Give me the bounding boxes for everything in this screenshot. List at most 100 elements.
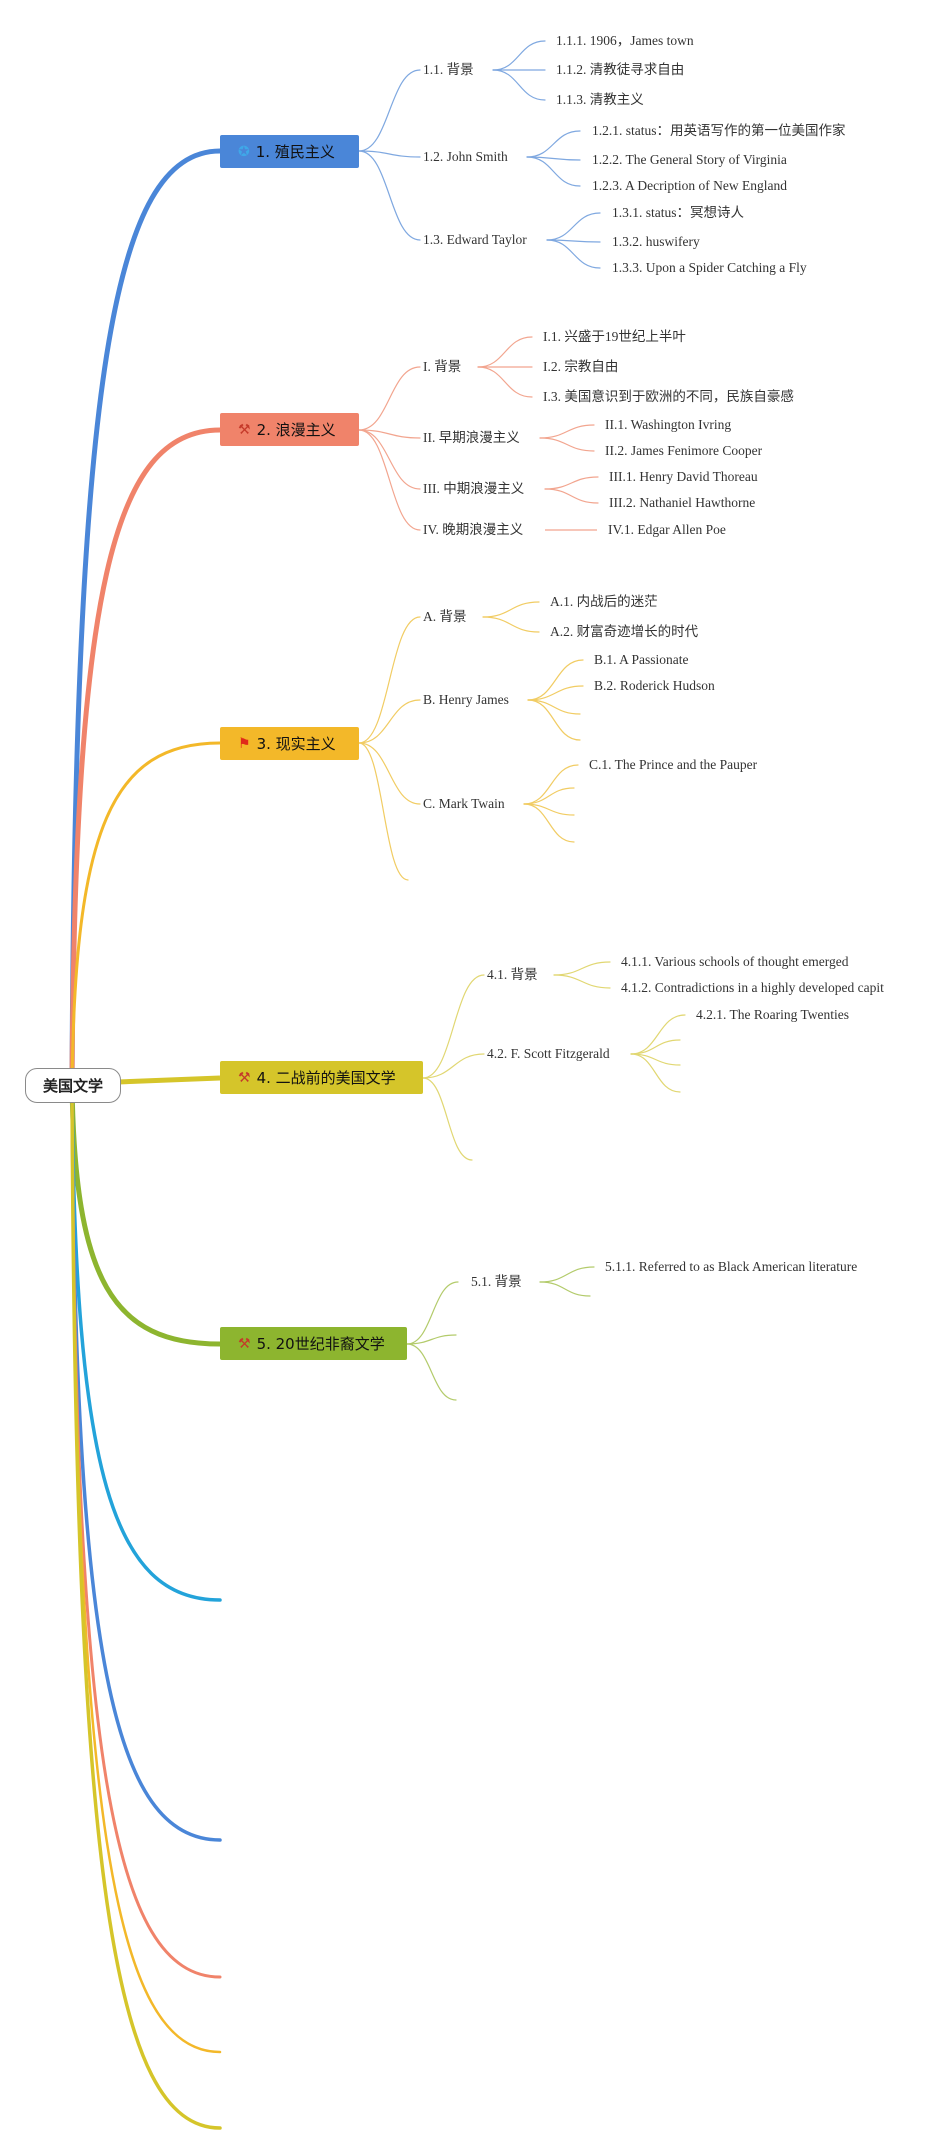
flag-icon: ⚑ [238,735,251,752]
leaf-2-1-3[interactable]: I.3. 美国意识到于欧洲的不同，民族自豪感 [543,389,794,404]
leaf-1-3-1[interactable]: 1.3.1. status：冥想诗人 [612,205,745,220]
leaf-1-2-3[interactable]: 1.2.3. A Decription of New England [592,178,787,193]
leaf-4-1-2[interactable]: 4.1.2. Contradictions in a highly develo… [621,980,884,995]
root-node[interactable]: 美国文学 [25,1068,121,1103]
edge-3-2-1 [527,659,584,701]
leaf-1-3-2[interactable]: 1.3.2. huswifery [612,234,700,249]
edge-3-3-4 [523,803,575,843]
subtopic-5-1[interactable]: 5.1. 背景 [471,1274,522,1289]
edge-2-1-3 [477,366,533,398]
edge-3-1-1 [482,601,540,618]
edge-1-3-3 [546,239,601,269]
edge-1-3 [358,150,421,241]
leaf-2-4-1[interactable]: IV.1. Edgar Allen Poe [608,522,726,537]
edge-3-1 [358,616,421,744]
subtopic-2-1[interactable]: I. 背景 [423,359,462,374]
subtopic-3-3[interactable]: C. Mark Twain [423,796,505,811]
leaf-1-1-2[interactable]: 1.1.2. 清教徒寻求自由 [556,62,685,77]
subtopic-1-2[interactable]: 1.2. John Smith [423,149,508,164]
edge-5-3 [406,1343,457,1401]
edge-4-2 [422,1053,485,1079]
edge-2-1 [358,366,421,431]
edge-1-3-1 [546,212,601,241]
subtopic-4-1[interactable]: 4.1. 背景 [487,967,538,982]
edge-2-2 [358,429,421,439]
edge-5-1 [406,1281,459,1345]
subtopic-4-2[interactable]: 4.2. F. Scott Fitzgerald [487,1046,610,1061]
leaf-1-2-2[interactable]: 1.2.2. The General Story of Virginia [592,152,787,167]
edge-3-3 [358,742,421,805]
leaf-1-2-1[interactable]: 1.2.1. status：用英语写作的第一位美国作家 [592,123,846,138]
edge-1-2-3 [526,156,581,187]
leaf-2-3-2[interactable]: III.2. Nathaniel Hawthorne [609,495,756,510]
edge-3-1-2 [482,616,540,633]
edge-1-1-3 [492,69,546,101]
subtopic-3-1[interactable]: A. 背景 [423,609,467,624]
leaf-4-1-1[interactable]: 4.1.1. Various schools of thought emerge… [621,954,849,969]
topic-colonialism[interactable]: ✪ 1. 殖民主义 [220,135,359,168]
leaf-1-3-3[interactable]: 1.3.3. Upon a Spider Catching a Fly [612,260,807,275]
edge-2-2-2 [539,437,595,452]
edge-4-1-2 [553,974,611,989]
leaf-1-1-1[interactable]: 1.1.1. 1906，James town [556,33,694,48]
edge-2-3-2 [544,488,599,504]
edge-1-1-1 [492,40,546,71]
edge-2-2-1 [539,424,595,439]
leaf-5-1-1[interactable]: 5.1.1. Referred to as Black American lit… [605,1259,858,1274]
subtopic-2-4[interactable]: IV. 晚期浪漫主义 [423,522,524,537]
edge-2-4 [358,429,421,531]
leaf-2-2-2[interactable]: II.2. James Fenimore Cooper [605,443,763,458]
topic-realism[interactable]: ⚑ 3. 现实主义 [220,727,359,760]
topic-african-american-literature[interactable]: ⚒ 5. 20世纪非裔文学 [220,1327,407,1360]
tools-icon: ⚒ [238,1069,251,1086]
edge-2-1-1 [477,336,533,368]
leaf-2-1-2[interactable]: I.2. 宗教自由 [543,359,619,374]
edge-4-3 [422,1077,473,1161]
edge-4-1 [422,974,485,1079]
edge-3-2 [358,699,421,744]
leaf-2-2-1[interactable]: II.1. Washington Ivring [605,417,732,432]
edge-2-3-1 [544,476,599,490]
star-icon: ✪ [238,143,250,160]
edge-3-2-4 [527,699,581,741]
leaf-3-1-2[interactable]: A.2. 财富奇迹增长的时代 [550,624,699,639]
branch-topic-5 [69,1082,223,1347]
branch-topic-3 [70,741,222,1087]
edge-3-2-3 [527,699,581,715]
edge-4-2-4 [630,1053,681,1093]
topic-prewar-literature[interactable]: ⚒ 4. 二战前的美国文学 [220,1061,423,1094]
leaf-1-1-3[interactable]: 1.1.3. 清教主义 [556,92,644,107]
topic-romanticism[interactable]: ⚒ 2. 浪漫主义 [220,413,359,446]
edge-1-2 [358,150,421,158]
edge-2-3 [358,429,421,490]
branch-topic-4 [117,1075,221,1085]
subtopic-2-3[interactable]: III. 中期浪漫主义 [423,481,525,496]
branch-empty-3 [70,1083,222,1979]
edge-5-1-1 [539,1266,595,1283]
leaf-4-2-1[interactable]: 4.2.1. The Roaring Twenties [696,1007,850,1022]
leaf-2-3-1[interactable]: III.1. Henry David Thoreau [609,469,758,484]
edge-4-2-1 [630,1014,686,1055]
edge-4-2-2 [630,1039,681,1055]
edge-5-1-2 [539,1281,591,1297]
edge-1-2-1 [526,130,581,158]
subtopic-2-2[interactable]: II. 早期浪漫主义 [423,430,520,445]
edge-3-2-2 [527,685,584,701]
edge-3-4 [358,742,409,881]
subtopic-3-2[interactable]: B. Henry James [423,692,509,707]
leaf-2-1-1[interactable]: I.1. 兴盛于19世纪上半叶 [543,329,686,344]
leaf-3-3-1[interactable]: C.1. The Prince and the Pauper [589,757,758,772]
leaf-3-2-1[interactable]: B.1. A Passionate [594,652,689,667]
subtopic-1-3[interactable]: 1.3. Edward Taylor [423,232,527,247]
branch-topic-1 [69,148,223,1088]
branch-topic-2 [69,427,223,1088]
edge-4-1-1 [553,961,611,976]
edge-3-3-1 [523,764,579,805]
tools-icon: ⚒ [238,1335,251,1352]
subtopic-1-1[interactable]: 1.1. 背景 [423,62,474,77]
edge-5-2 [406,1334,457,1345]
leaf-3-2-2[interactable]: B.2. Roderick Hudson [594,678,715,693]
leaf-3-1-1[interactable]: A.1. 内战后的迷茫 [550,594,658,609]
branch-empty-5 [70,1083,222,2130]
